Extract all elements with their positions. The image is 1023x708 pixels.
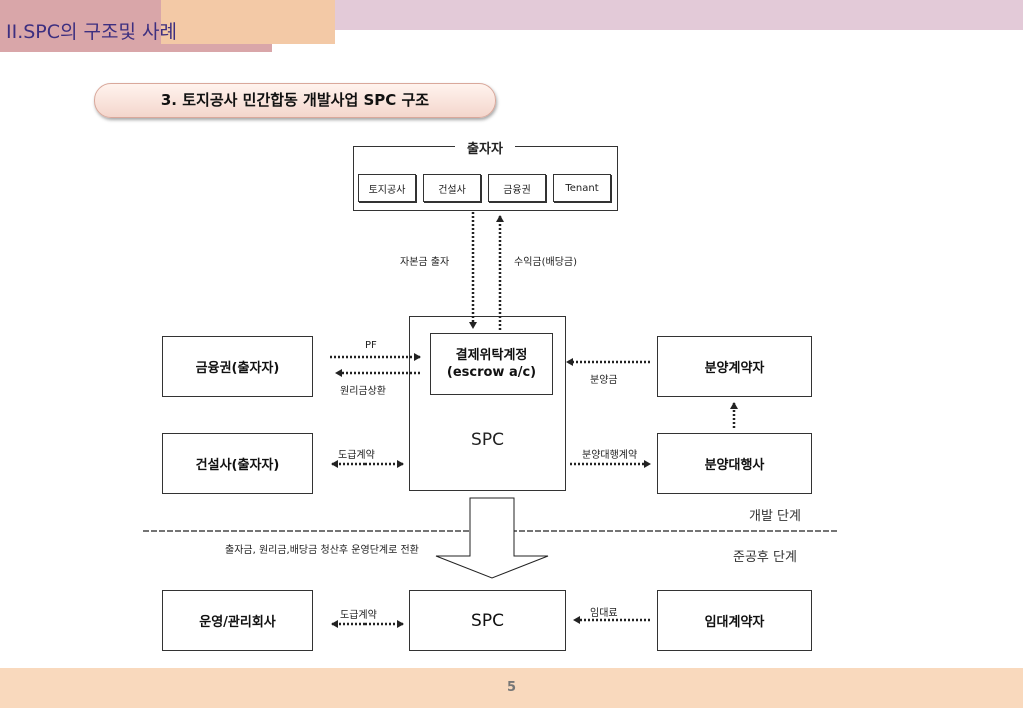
sales-money-label: 분양금 xyxy=(590,375,618,386)
sales-agent-box: 분양대행사 xyxy=(657,433,812,494)
contract2-label: 도급계약 xyxy=(340,610,377,621)
slide-title: II.SPC의 구조및 사례 xyxy=(6,21,177,43)
phase-dev-label: 개발 단계 xyxy=(749,509,801,524)
investor-tenant: Tenant xyxy=(553,174,611,202)
transition-arrow xyxy=(435,497,549,579)
capital-label: 자본금 출자 xyxy=(400,257,450,268)
escrow-line1: 결제위탁계정 xyxy=(455,348,528,363)
operator-box: 운영/관리회사 xyxy=(162,590,313,651)
spc-dev-label: SPC xyxy=(471,430,504,450)
tenant-box: 임대계약자 xyxy=(657,590,812,651)
investor-builder: 건설사 xyxy=(423,174,481,202)
page-number: 5 xyxy=(506,680,517,695)
finance-box: 금융권(출자자) xyxy=(162,336,313,397)
investors-title: 출자자 xyxy=(455,138,515,157)
phase-post-label: 준공후 단계 xyxy=(733,550,797,565)
spc-op-box: SPC xyxy=(409,590,566,651)
contract1-label: 도급계약 xyxy=(338,450,375,461)
pf-label: PF xyxy=(365,340,377,351)
footer-band xyxy=(0,668,1023,708)
sales-agency-label: 분양대행계약 xyxy=(582,450,638,461)
header-tab-peach xyxy=(161,0,335,44)
escrow-account-box: 결제위탁계정 (escrow a/c) xyxy=(430,333,553,395)
section-title: 3. 토지공사 민간합동 개발사업 SPC 구조 xyxy=(94,83,496,118)
builder-box: 건설사(출자자) xyxy=(162,433,313,494)
investor-finance: 금융권 xyxy=(488,174,546,202)
profit-label: 수익금(배당금) xyxy=(514,257,578,268)
repay-label: 원리금상환 xyxy=(340,386,386,397)
transition-label: 출자금, 원리금,배당금 청산후 운영단계로 전환 xyxy=(225,545,419,556)
investor-land-corp: 토지공사 xyxy=(358,174,416,202)
rent-label: 임대료 xyxy=(590,608,618,619)
escrow-line2: (escrow a/c) xyxy=(446,365,537,380)
buyer-box: 분양계약자 xyxy=(657,336,812,397)
